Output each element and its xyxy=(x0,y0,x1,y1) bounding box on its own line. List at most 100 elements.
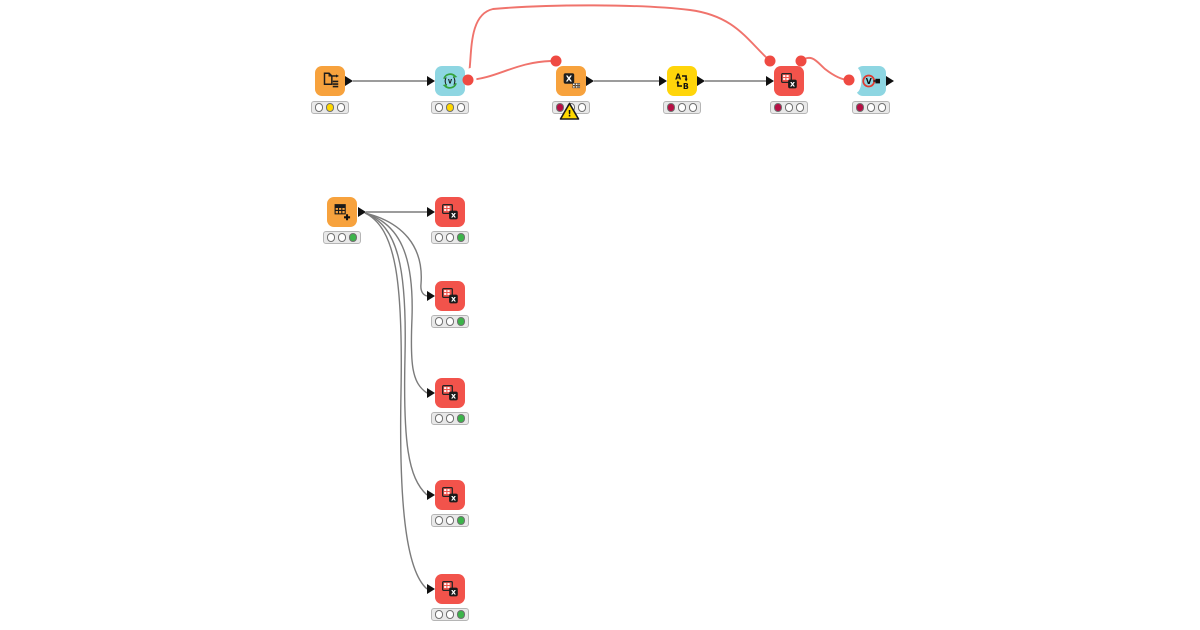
status-light xyxy=(456,317,466,326)
table-filter-icon: x xyxy=(442,581,458,597)
flowvar-port-dot-n5-out[interactable] xyxy=(795,55,807,67)
table-filter-icon: x xyxy=(781,73,797,89)
status-lights xyxy=(431,608,469,621)
svg-text:B: B xyxy=(683,82,689,91)
flowvar-port-dot-n5-in[interactable] xyxy=(764,55,776,67)
node-rename-columns[interactable]: A B xyxy=(667,66,697,96)
status-light xyxy=(445,414,455,423)
input-arrowhead-r1 xyxy=(427,207,435,217)
input-arrowhead-r2 xyxy=(427,291,435,301)
status-light xyxy=(456,610,466,619)
node-table-filter[interactable]: x xyxy=(435,480,465,510)
status-light xyxy=(555,103,565,112)
status-lights xyxy=(852,101,890,114)
svg-text:X: X xyxy=(566,74,573,84)
node-table-filter[interactable]: x xyxy=(435,281,465,311)
svg-text:x: x xyxy=(451,392,456,401)
connection-c1-r2[interactable] xyxy=(364,212,428,297)
status-lights xyxy=(663,101,701,114)
status-light xyxy=(677,103,687,112)
input-arrowhead-n2 xyxy=(427,76,435,86)
table-filter-icon: x xyxy=(442,204,458,220)
input-arrowhead-r3 xyxy=(427,388,435,398)
status-lights xyxy=(431,412,469,425)
status-light xyxy=(348,233,358,242)
status-light xyxy=(456,516,466,525)
output-port-c1[interactable] xyxy=(358,207,366,217)
svg-text:x: x xyxy=(451,211,456,220)
node-inject-variables[interactable]: (v) xyxy=(435,66,465,96)
status-light xyxy=(445,610,455,619)
rename-ab-icon: A B xyxy=(675,73,689,91)
status-lights xyxy=(311,101,349,114)
output-port-n3[interactable] xyxy=(586,76,594,86)
status-light xyxy=(445,516,455,525)
status-light xyxy=(434,317,444,326)
table-filter-icon: x xyxy=(442,487,458,503)
status-light xyxy=(456,233,466,242)
node-excel-reader[interactable]: X xyxy=(556,66,586,96)
node-table-filter[interactable]: x xyxy=(435,574,465,604)
connection-n5-n6-flowvar[interactable] xyxy=(800,56,850,81)
table-filter-icon: x xyxy=(442,288,458,304)
status-light xyxy=(314,103,324,112)
node-variable-to-table[interactable]: V xyxy=(856,66,886,96)
node-table-filter[interactable]: x xyxy=(774,66,804,96)
output-port-n6[interactable] xyxy=(886,76,894,86)
node-file-reader[interactable] xyxy=(315,66,345,96)
input-arrowhead-n4 xyxy=(659,76,667,86)
status-light xyxy=(577,103,587,112)
connection-n2-n3-flowvar[interactable] xyxy=(467,60,552,81)
status-light xyxy=(434,610,444,619)
status-light xyxy=(784,103,794,112)
flowvar-port-dot-n3-in[interactable] xyxy=(550,55,562,67)
status-light xyxy=(666,103,676,112)
connection-c1-r4[interactable] xyxy=(364,212,428,496)
status-lights xyxy=(431,101,469,114)
status-light xyxy=(795,103,805,112)
svg-text:x: x xyxy=(451,494,456,503)
svg-text:(v): (v) xyxy=(443,77,457,86)
status-light xyxy=(445,103,455,112)
input-arrowhead-r4 xyxy=(427,490,435,500)
status-lights xyxy=(431,514,469,527)
status-light xyxy=(688,103,698,112)
status-light xyxy=(877,103,887,112)
flowvar-port-dot-n6-in[interactable] xyxy=(843,74,855,86)
excel-reader-icon: X xyxy=(563,73,581,89)
node-table-filter[interactable]: x xyxy=(435,197,465,227)
file-reader-icon xyxy=(323,72,339,88)
output-port-n4[interactable] xyxy=(697,76,705,86)
status-lights xyxy=(770,101,808,114)
node-table-creator[interactable] xyxy=(327,197,357,227)
output-port-n1[interactable] xyxy=(345,76,353,86)
variables-loop-icon: (v) xyxy=(442,73,458,89)
status-lights xyxy=(431,231,469,244)
status-light xyxy=(326,233,336,242)
status-light xyxy=(445,317,455,326)
status-light xyxy=(434,516,444,525)
svg-text:x: x xyxy=(451,588,456,597)
table-creator-icon xyxy=(334,204,351,221)
status-light xyxy=(855,103,865,112)
connection-n2-n5-flowvar[interactable] xyxy=(467,4,771,80)
input-arrowhead-n5 xyxy=(766,76,774,86)
variable-to-table-icon: V xyxy=(862,74,880,88)
node-table-filter[interactable]: x xyxy=(435,378,465,408)
status-light xyxy=(445,233,455,242)
status-light xyxy=(325,103,335,112)
connection-c1-r3[interactable] xyxy=(364,212,428,394)
svg-text:x: x xyxy=(451,295,456,304)
input-arrowhead-r5 xyxy=(427,584,435,594)
status-light xyxy=(434,233,444,242)
notch-n2-output xyxy=(464,68,477,94)
warning-triangle-icon: ! xyxy=(559,102,580,120)
table-filter-icon: x xyxy=(442,385,458,401)
status-light xyxy=(866,103,876,112)
svg-text:V: V xyxy=(866,77,872,86)
status-light xyxy=(336,103,346,112)
connection-c1-r5[interactable] xyxy=(364,212,428,590)
